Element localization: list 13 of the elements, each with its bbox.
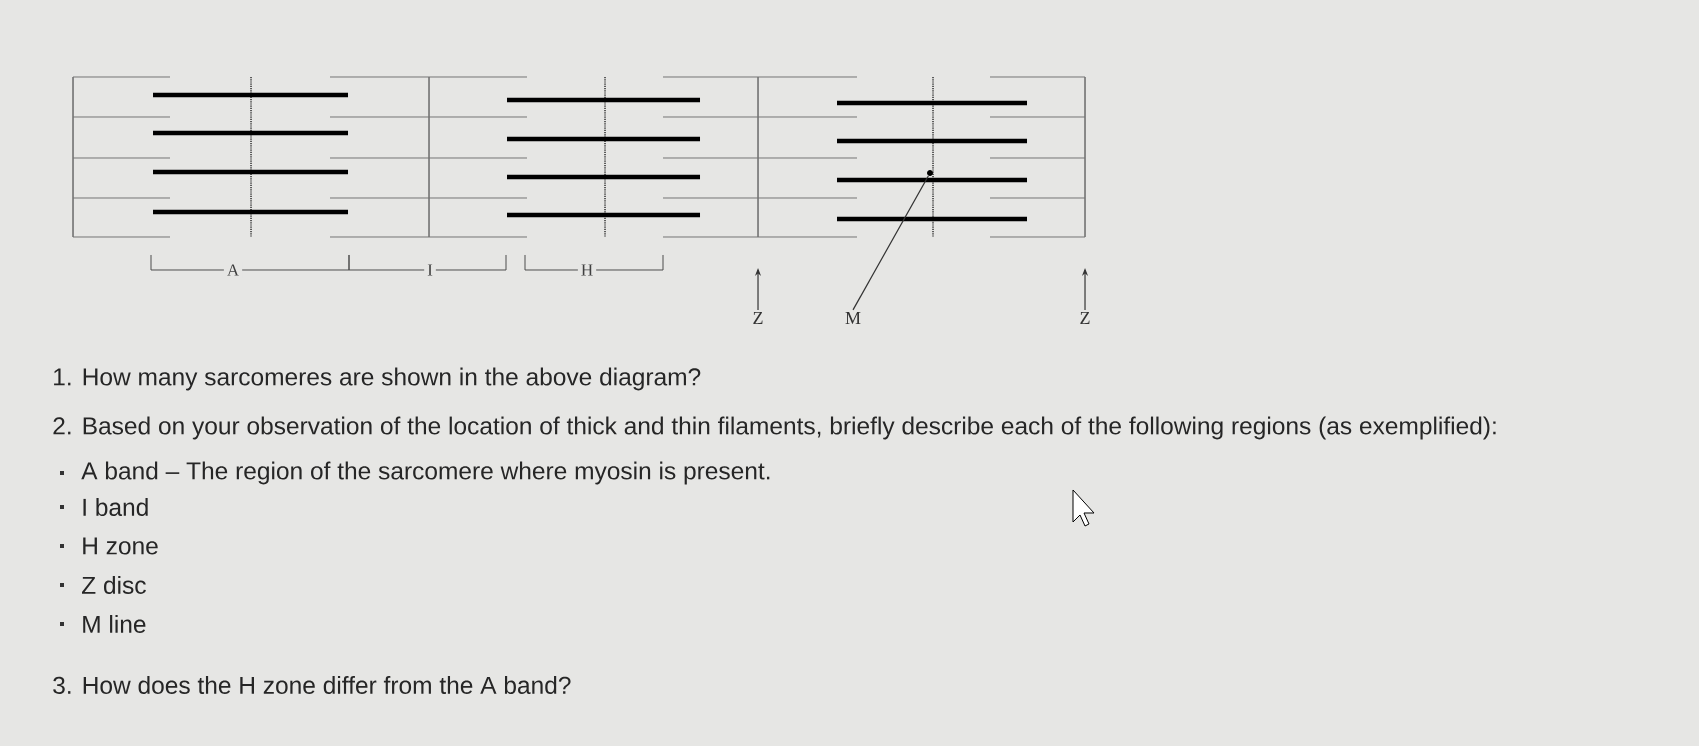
letter-label: Z bbox=[1080, 312, 1090, 324]
list-item: Z disc bbox=[82, 576, 146, 594]
question-text: 1. How many sarcomeres are shown in the above diagram? bbox=[54, 367, 701, 391]
list-item: M line bbox=[83, 615, 146, 633]
letter-label: Z bbox=[753, 312, 763, 324]
letter-label: M bbox=[845, 312, 861, 324]
list-item: I band bbox=[83, 498, 148, 516]
question-text: 2. Based on your observation of the location of thick and thin filaments, briefly describe each of the following regions (as exemplified): bbox=[53, 416, 1496, 440]
bracket-label: I bbox=[424, 261, 436, 279]
list-item: A band – The region of the sarcomere where myosin is present. bbox=[81, 461, 770, 485]
list-item: H zone bbox=[83, 537, 158, 555]
question-text: 3. How does the H zone differ from the A band? bbox=[53, 676, 571, 694]
leader-line bbox=[852, 175, 930, 311]
